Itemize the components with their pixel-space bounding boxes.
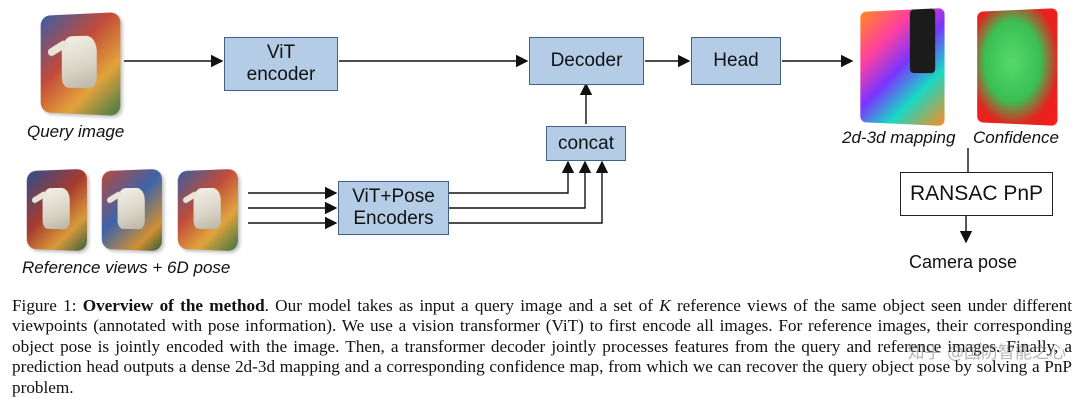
confidence-image (977, 8, 1058, 126)
vit-pose-encoders-box: ViT+Pose Encoders (338, 181, 449, 235)
concat-box: concat (546, 126, 626, 161)
caption-text-1: . Our model takes as input a query image… (264, 296, 660, 315)
watermark: 知乎 @国防智能之心 (907, 343, 1066, 363)
camera-pose-label: Camera pose (909, 252, 1018, 272)
vit-pose-line-2: Encoders (353, 208, 434, 229)
caption-title: Overview of the method (82, 296, 265, 315)
2d-3d-mapping-label: 2d-3d mapping (842, 128, 956, 147)
vit-encoder-line-2: encoder (246, 64, 316, 85)
figure-caption: Figure 1: Overview of the method. Our mo… (12, 296, 1072, 398)
head-box: Head (691, 37, 781, 85)
vit-encoder-box: ViT encoder (224, 37, 338, 91)
decoder-label: Decoder (550, 50, 623, 71)
connector-lines (124, 54, 973, 244)
head-label: Head (713, 50, 759, 71)
figure-label: Figure 1: (12, 296, 83, 315)
ransac-pnp-box: RANSAC PnP (900, 172, 1053, 216)
decoder-box: Decoder (529, 37, 644, 85)
2d-3d-mapping-image (860, 7, 945, 127)
ransac-pnp-label: RANSAC PnP (909, 182, 1044, 205)
method-diagram: Query image Reference views + 6D pose (22, 7, 1060, 277)
vit-pose-line-1: ViT+Pose (352, 186, 435, 207)
reference-views-label: Reference views + 6D pose (22, 258, 231, 277)
caption-k: K (659, 296, 671, 315)
concat-label: concat (558, 132, 614, 154)
query-image-label: Query image (27, 122, 125, 141)
caption-text-2: reference views of the same object seen … (12, 296, 1072, 397)
confidence-label: Confidence (973, 128, 1060, 147)
vit-encoder-line-1: ViT (266, 42, 296, 63)
